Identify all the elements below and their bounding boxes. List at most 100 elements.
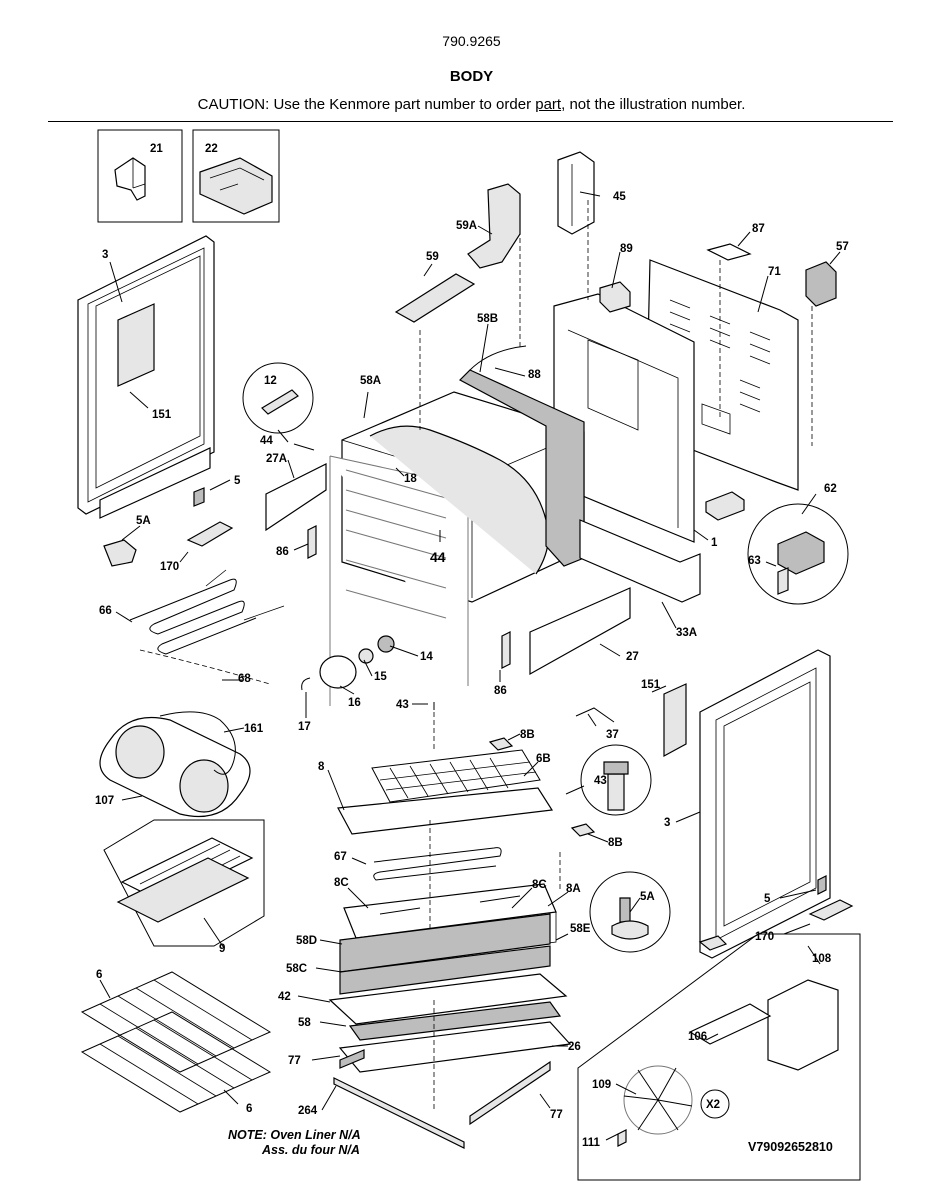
- callout-21: 21: [150, 143, 163, 155]
- part-22-inset: [192, 129, 280, 223]
- callout-109: 109: [592, 1079, 611, 1091]
- callout-68: 68: [238, 673, 251, 685]
- quantity-x2-badge: [700, 1089, 730, 1119]
- callout-8A: 8A: [566, 883, 581, 895]
- callout-labels: 21 22 45 59A 87 57 3 59 89 71 58B 88 12 …: [95, 143, 849, 1149]
- part-5-leveling-leg-right: [817, 875, 827, 895]
- part-5A-bracket-right: [698, 935, 728, 951]
- callout-151-right: 151: [641, 679, 661, 691]
- callout-161: 161: [244, 723, 264, 735]
- document-number: 790.9265: [442, 33, 501, 49]
- callout-5A-right: 5A: [640, 891, 655, 903]
- callout-3-left: 3: [102, 249, 108, 261]
- callout-3-right: 3: [664, 817, 670, 829]
- note-line-2: Ass. du four N/A: [262, 1143, 360, 1157]
- callout-57: 57: [836, 241, 849, 253]
- part-86-clip-a: [307, 525, 317, 559]
- part-27A-side-rail: [265, 463, 327, 532]
- callout-8B-lower: 8B: [608, 837, 623, 849]
- callout-87: 87: [752, 223, 765, 235]
- part-58A-oven-cavity: [329, 391, 585, 706]
- callout-86-lower: 86: [494, 685, 507, 697]
- part-45-vent-duct: [557, 151, 595, 235]
- leader-lines: [99, 191, 841, 1141]
- callout-33A: 33A: [676, 627, 697, 639]
- callout-59: 59: [426, 251, 439, 263]
- callout-9: 9: [219, 943, 225, 955]
- callout-77-left: 77: [288, 1055, 301, 1067]
- callout-264: 264: [298, 1105, 318, 1117]
- part-5A-bracket: [103, 539, 137, 567]
- part-170-bracket-right: [808, 899, 854, 921]
- callout-8C-right: 8C: [532, 879, 547, 891]
- part-9-broil-pan-inset: [103, 819, 265, 947]
- part-26-drawer-bottom: [338, 1021, 572, 1073]
- callout-86-upper: 86: [276, 546, 289, 558]
- part-264-kick-plate: [333, 1077, 465, 1149]
- part-59-duct: [394, 273, 476, 323]
- callout-58E: 58E: [570, 923, 591, 935]
- callout-44-lower: 44: [430, 549, 446, 565]
- part-6-oven-rack-upper: [80, 971, 272, 1073]
- part-58D-drawer-panel: [339, 913, 551, 973]
- part-6-oven-rack-lower: [80, 1011, 272, 1113]
- part-12-inset-circle: [242, 362, 314, 434]
- callout-18: 18: [404, 473, 417, 485]
- part-58-insulation-pad: [348, 1001, 562, 1041]
- part-111-nut: [617, 1129, 627, 1147]
- convection-fan-inset: [577, 933, 861, 1181]
- part-42-drawer-liner: [328, 973, 568, 1025]
- callout-27A: 27A: [266, 453, 287, 465]
- part-151-bracket: [663, 683, 687, 758]
- part-14-lamp-socket: [377, 635, 395, 653]
- part-33A-rail: [579, 519, 701, 603]
- callout-5-right: 5: [764, 893, 771, 905]
- part-43-inset-circle: [580, 744, 652, 816]
- note-line-1: NOTE: Oven Liner N/A: [228, 1128, 361, 1142]
- callout-26: 26: [568, 1041, 581, 1053]
- caution-suffix: , not the illustration number.: [561, 96, 746, 113]
- callout-17: 17: [298, 721, 311, 733]
- callout-170-right: 170: [755, 931, 774, 943]
- callout-5A-left: 5A: [136, 515, 151, 527]
- callout-59A: 59A: [456, 220, 477, 232]
- part-57-cover: [805, 261, 837, 307]
- callout-27: 27: [626, 651, 639, 663]
- callout-5-left: 5: [234, 475, 241, 487]
- callout-8C-left: 8C: [334, 877, 349, 889]
- callout-67: 67: [334, 851, 347, 863]
- part-15-lamp-bulb: [358, 648, 374, 664]
- callout-106: 106: [688, 1031, 707, 1043]
- caution-prefix: CAUTION: Use the Kenmore part number to …: [197, 96, 536, 113]
- part-89-bracket: [599, 281, 631, 313]
- part-58B-insulation: [459, 369, 585, 567]
- part-108-fan-motor: [767, 979, 839, 1071]
- callout-22: 22: [205, 143, 218, 155]
- callout-58C: 58C: [286, 963, 307, 975]
- part-170-bracket: [186, 521, 234, 547]
- part-16-lamp-cover: [319, 655, 357, 689]
- caution-part-link[interactable]: part: [535, 96, 562, 113]
- part-86-clip-b: [501, 631, 511, 669]
- part-77-slide-right: [469, 1060, 551, 1126]
- callout-108: 108: [812, 953, 832, 965]
- alignment-lines: [419, 200, 813, 1110]
- callout-37: 37: [606, 729, 619, 741]
- callout-88: 88: [528, 369, 541, 381]
- callout-6B: 6B: [536, 753, 551, 765]
- part-67-broil-element: [373, 847, 502, 881]
- callout-1: 1: [711, 537, 718, 549]
- part-terminal-block: [705, 491, 745, 521]
- callout-58B: 58B: [477, 313, 498, 325]
- part-5-leveling-leg: [193, 487, 205, 507]
- callout-12: 12: [264, 375, 277, 387]
- part-87-bracket: [706, 243, 752, 261]
- part-109-fan-blade: [623, 1065, 693, 1135]
- callout-43-inset: 43: [594, 775, 607, 787]
- callout-14: 14: [420, 651, 433, 663]
- callout-45: 45: [613, 191, 626, 203]
- part-6B-oven-rack: [371, 749, 541, 803]
- header-divider: [48, 121, 893, 122]
- figure-code: V79092652810: [748, 1140, 833, 1154]
- part-62-inset-circle: [747, 503, 849, 605]
